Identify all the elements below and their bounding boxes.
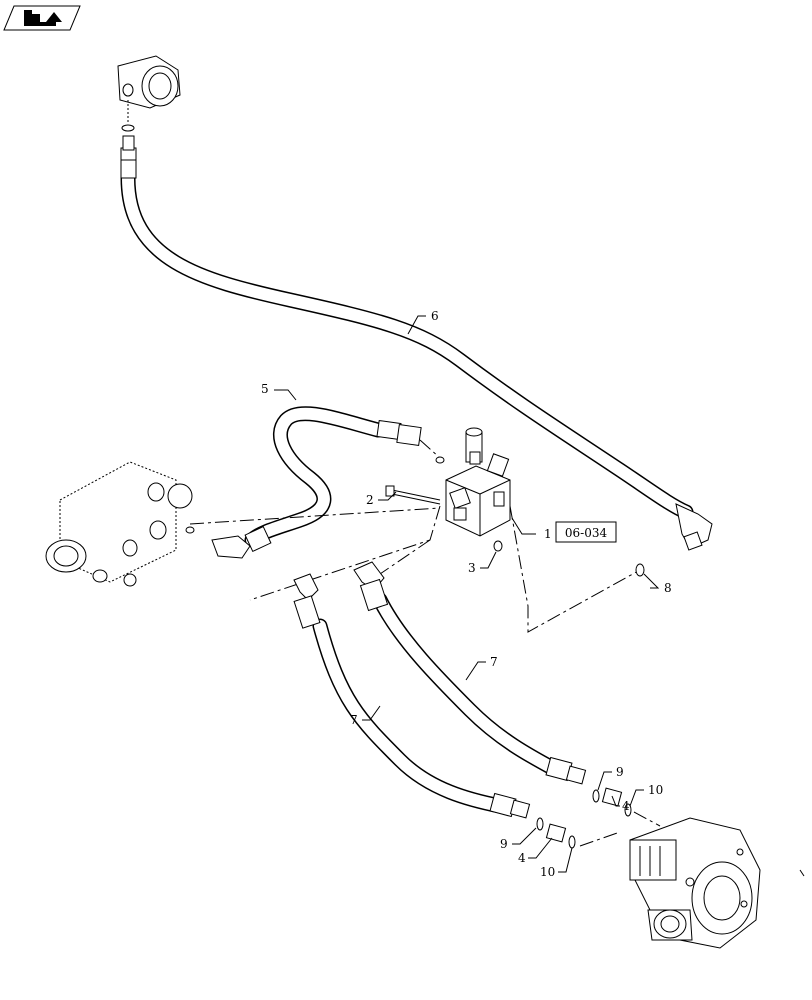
arrow-icon — [24, 10, 62, 26]
callout-9-left: 9 — [500, 837, 508, 851]
nav-arrow-button[interactable] — [3, 5, 81, 31]
callout-3: 3 — [468, 561, 476, 575]
hose-5-lower-fitting — [211, 525, 272, 559]
hose-7-right-top-fitting — [353, 561, 389, 612]
callout-2: 2 — [366, 493, 374, 507]
callout-10-right: 10 — [648, 783, 663, 797]
callout-1: 1 — [544, 527, 552, 541]
o-ring-8 — [635, 563, 645, 577]
hose-5-upper-fitting — [376, 419, 445, 464]
hydraulic-motor — [629, 817, 761, 949]
bolt-2 — [385, 485, 441, 505]
fitting-dash-lines — [579, 811, 661, 847]
callout-4-left: 4 — [518, 851, 526, 865]
pump-housing-top — [117, 55, 181, 122]
callout-10-left: 10 — [540, 865, 555, 879]
reference-link-label: 06-034 — [565, 526, 608, 540]
hose-7-right-bottom-fitting — [545, 756, 587, 785]
callout-6: 6 — [431, 309, 439, 323]
callout-4-right: 4 — [622, 799, 630, 813]
edge-tick — [799, 869, 805, 877]
hose-7-right — [372, 592, 564, 778]
callout-7-right: 7 — [490, 655, 498, 669]
callout-5: 5 — [261, 382, 269, 396]
callout-7-left: 7 — [350, 713, 358, 727]
callout-leaders — [274, 315, 660, 873]
hose-5 — [244, 406, 386, 548]
hose-7-left — [312, 618, 508, 814]
fitting-stack-left — [536, 817, 576, 849]
reference-link[interactable]: 06-034 — [555, 521, 617, 543]
callout-9-right: 9 — [616, 765, 624, 779]
hose-6-top-fitting — [120, 124, 137, 179]
hose-7-left-top-fitting — [293, 573, 321, 629]
plug-3 — [493, 540, 503, 552]
hose-6 — [120, 170, 694, 520]
hose-7-left-bottom-fitting — [489, 792, 531, 819]
callout-labels: 6 5 2 1 3 8 7 7 9 4 10 9 4 10 — [261, 309, 672, 879]
valve-block — [445, 427, 511, 537]
hose-6-elbow-fitting — [675, 503, 713, 551]
callout-8: 8 — [664, 581, 672, 595]
manifold-block — [45, 461, 195, 587]
